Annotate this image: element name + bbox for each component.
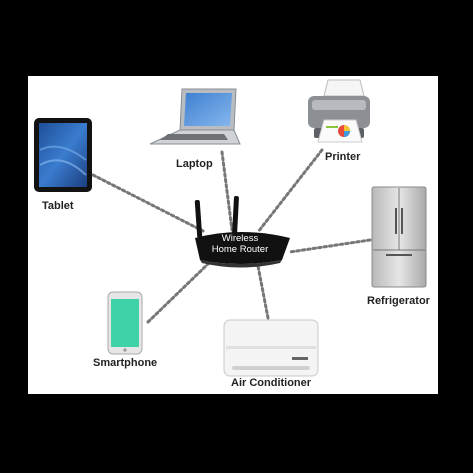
connector-printer — [256, 148, 324, 234]
connector-lines — [91, 148, 372, 324]
router-label-line2: Home Router — [211, 244, 269, 255]
connector-air-conditioner — [256, 264, 270, 320]
connector-laptop — [220, 150, 234, 232]
refrigerator-icon — [371, 186, 427, 288]
smartphone-icon — [107, 291, 143, 355]
router-label: Wireless Home Router — [205, 233, 275, 255]
connector-smartphone — [146, 260, 212, 324]
router-icon — [194, 196, 290, 268]
smartphone-label: Smartphone — [93, 357, 158, 369]
connector-tablet — [91, 173, 207, 234]
refrigerator-label: Refrigerator — [367, 295, 430, 307]
tablet-icon — [34, 118, 92, 192]
router-label-line1: Wireless — [221, 233, 259, 244]
laptop-icon — [149, 88, 241, 145]
connector-refrigerator — [288, 238, 372, 254]
air-conditioner-icon — [223, 319, 319, 377]
printer-icon — [308, 79, 370, 143]
tablet-label: Tablet — [42, 200, 74, 212]
air-conditioner-label: Air Conditioner — [231, 377, 312, 389]
laptop-label: Laptop — [176, 158, 213, 170]
printer-label: Printer — [325, 151, 361, 163]
